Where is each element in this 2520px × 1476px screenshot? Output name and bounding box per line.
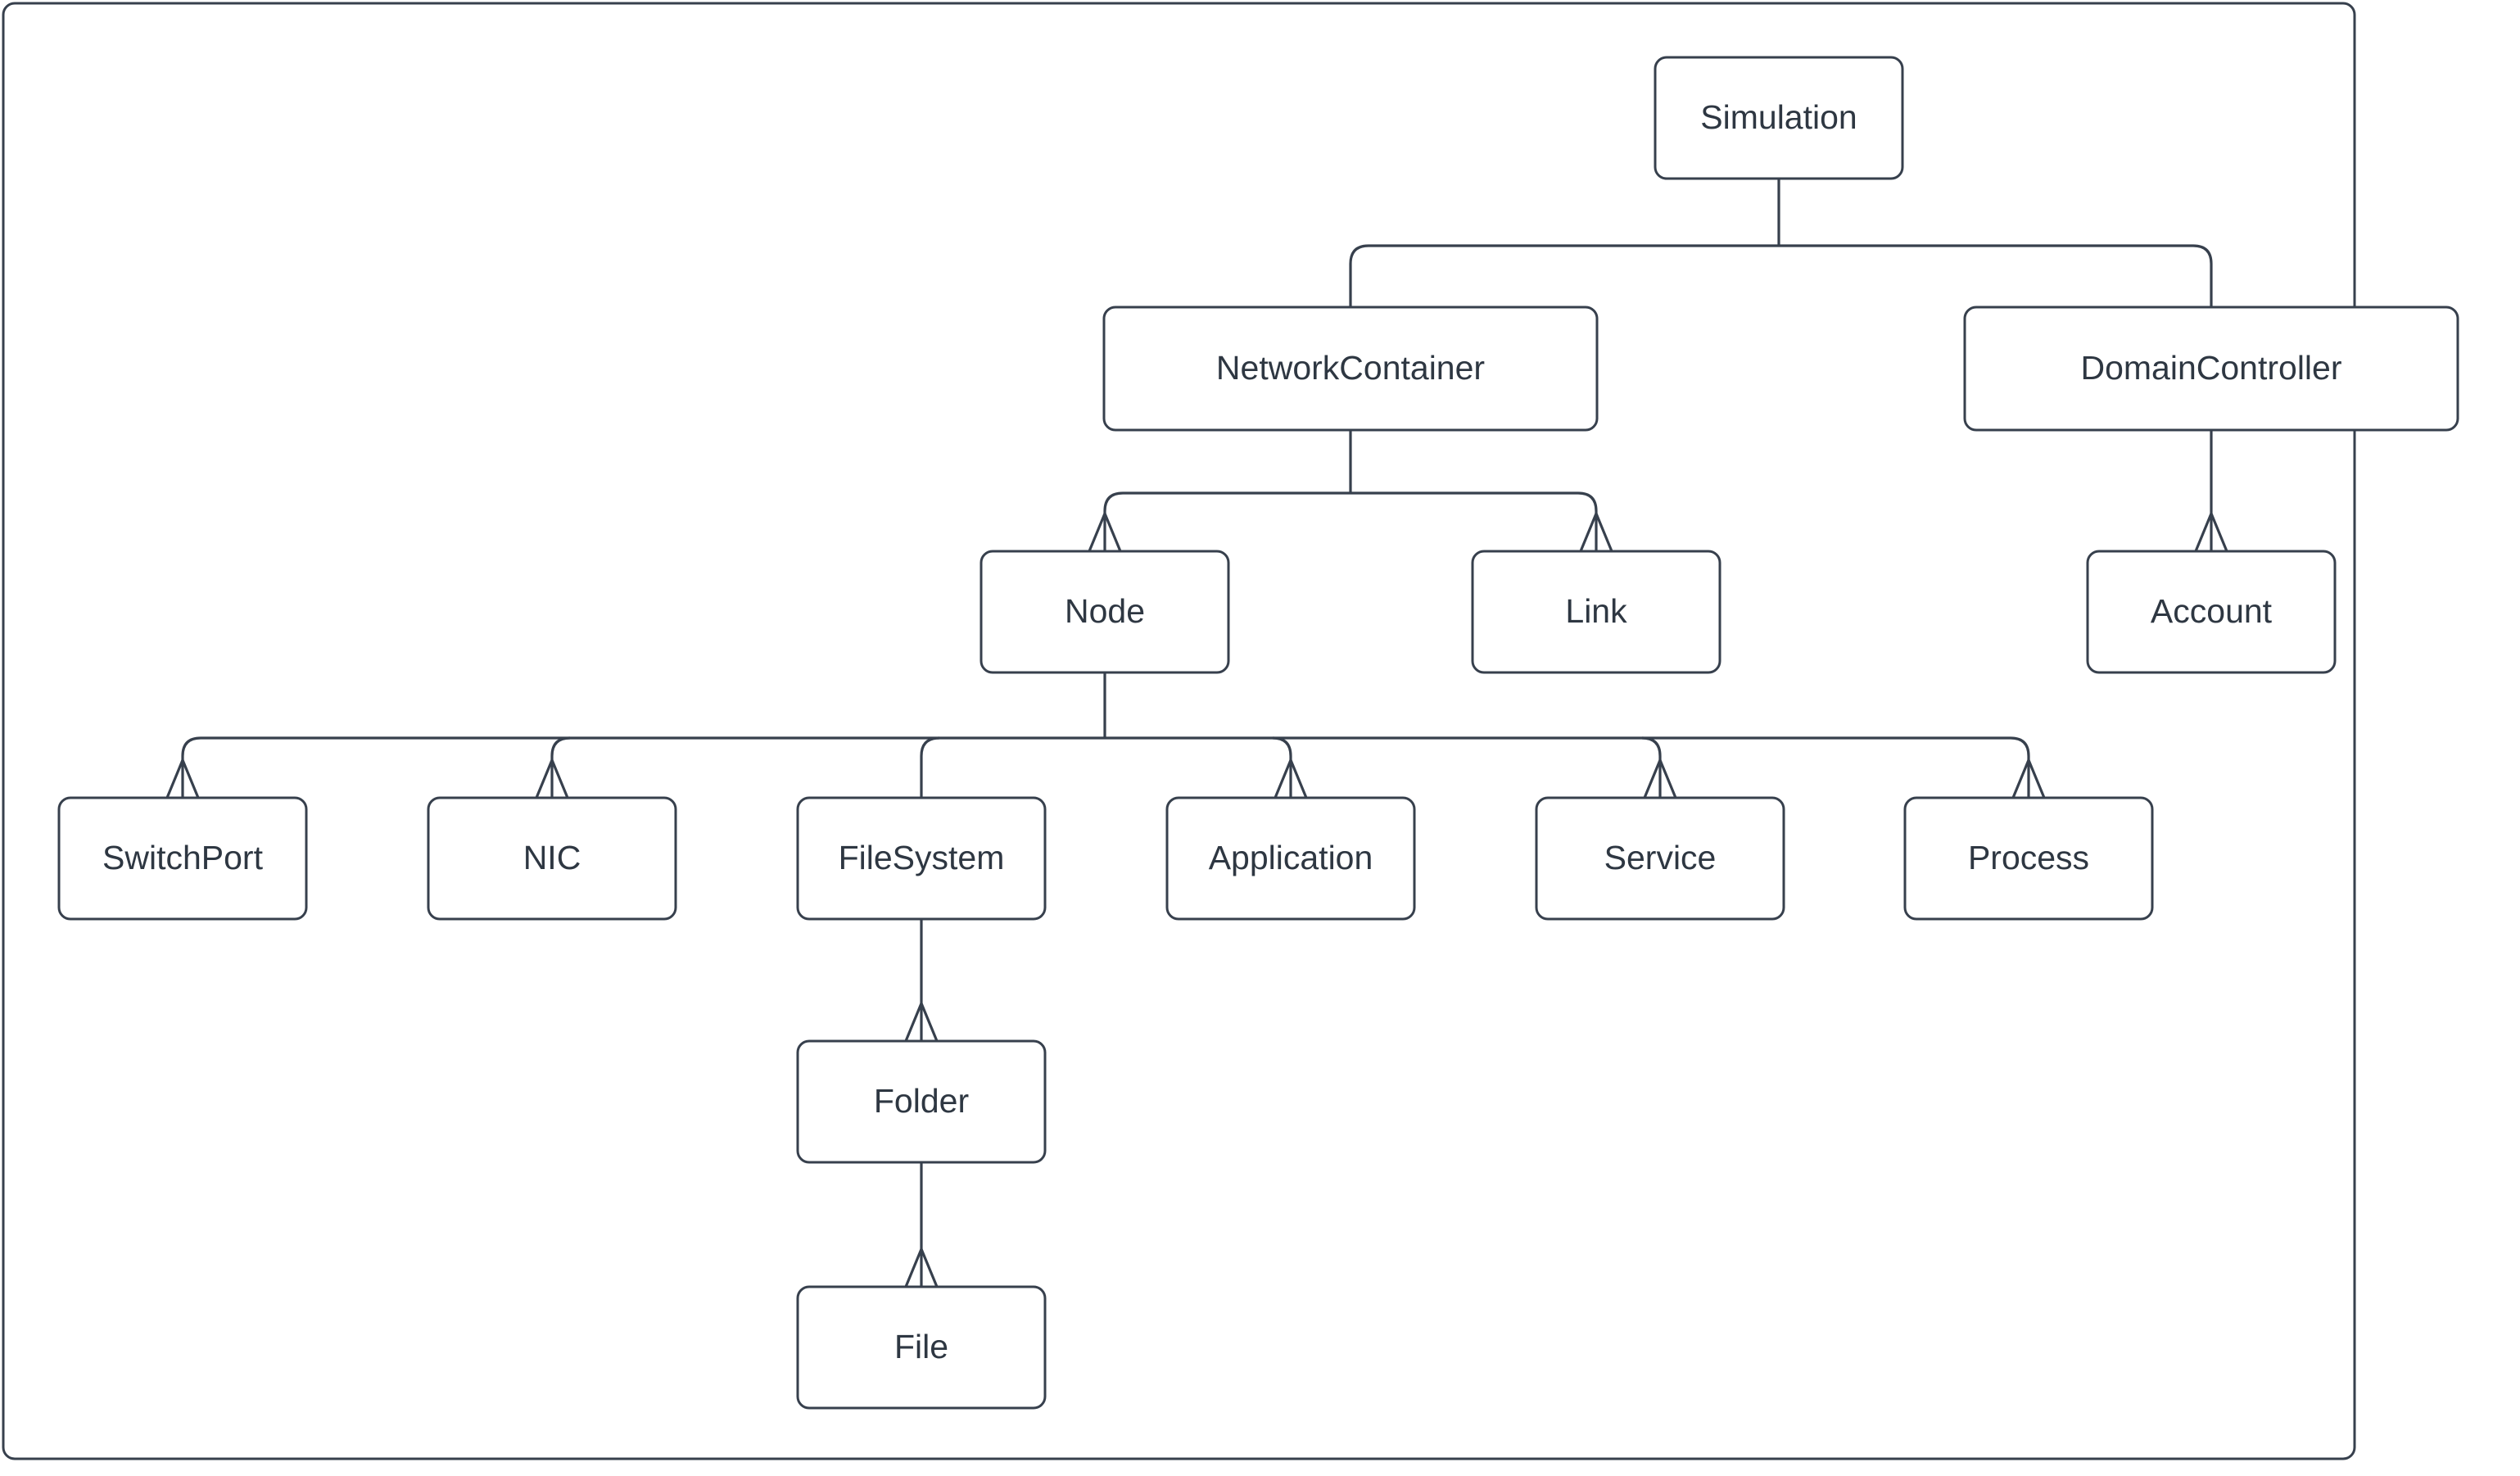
class-node-box-node[interactable] [979,550,1230,674]
class-node-folder[interactable]: Folder [796,1039,1047,1164]
class-node-application[interactable]: Application [1165,796,1416,921]
generalization-arrow-process [2011,756,2046,799]
diagram-frame [2,2,2356,1460]
generalization-arrow-nic [535,756,569,799]
class-node-box-simulation[interactable] [1654,56,1904,180]
class-node-switchport[interactable]: SwitchPort [57,796,308,921]
class-node-box-link[interactable] [1471,550,1721,674]
class-node-process[interactable]: Process [1903,796,2154,921]
generalization-arrow-switchport [165,756,200,799]
edge-node-to-application [1272,736,1292,798]
class-node-service[interactable]: Service [1535,796,1785,921]
generalization-arrow-file [904,1245,939,1288]
edge-node-to-nic [550,736,571,798]
edge-node-to-service [1641,736,1662,798]
class-node-label-nic: NIC [523,839,581,876]
edge-layer [165,179,2228,1288]
generalization-arrow-node [1088,509,1122,552]
class-node-box-service[interactable] [1535,796,1785,921]
class-node-label-node: Node [1065,592,1145,630]
class-node-label-application: Application [1209,839,1373,876]
generalization-arrow-link [1579,509,1613,552]
class-node-label-account: Account [2151,592,2273,630]
class-node-box-domain_controller[interactable] [1963,306,2459,432]
class-node-label-network_container: NetworkContainer [1216,349,1485,387]
class-node-label-service: Service [1604,839,1717,876]
class-node-box-application[interactable] [1165,796,1416,921]
generalization-arrow-folder [904,999,939,1042]
edge-simulation-to-network_container [1349,244,1369,307]
generalization-arrow-application [1274,756,1308,799]
class-node-label-domain_controller: DomainController [2080,349,2341,387]
class-node-account[interactable]: Account [2086,550,2337,674]
class-node-network_container[interactable]: NetworkContainer [1102,306,1599,432]
class-node-box-file[interactable] [796,1285,1047,1410]
class-node-domain_controller[interactable]: DomainController [1963,306,2459,432]
edge-node-to-switchport [181,736,201,798]
class-node-box-switchport[interactable] [57,796,308,921]
class-node-box-nic[interactable] [427,796,677,921]
edge-node-to-process [2010,736,2030,798]
class-node-node[interactable]: Node [979,550,1230,674]
generalization-arrow-service [1643,756,1677,799]
class-node-label-folder: Folder [874,1082,969,1120]
generalization-arrow-account [2194,509,2228,552]
class-node-filesystem[interactable]: FileSystem [796,796,1047,921]
class-node-label-link: Link [1565,592,1627,630]
class-node-label-file: File [894,1328,948,1365]
class-node-box-network_container[interactable] [1102,306,1599,432]
class-node-label-switchport: SwitchPort [102,839,264,876]
class-node-file[interactable]: File [796,1285,1047,1410]
class-node-box-account[interactable] [2086,550,2337,674]
class-node-simulation[interactable]: Simulation [1654,56,1904,180]
class-node-label-simulation: Simulation [1700,98,1857,136]
edge-node-to-filesystem [920,736,940,798]
class-node-nic[interactable]: NIC [427,796,677,921]
diagram-frame-layer [2,2,2356,1460]
class-node-box-filesystem[interactable] [796,796,1047,921]
class-node-box-process[interactable] [1903,796,2154,921]
edge-simulation-to-domain_controller [2192,244,2213,307]
class-node-box-folder[interactable] [796,1039,1047,1164]
class-node-label-filesystem: FileSystem [839,839,1005,876]
class-node-link[interactable]: Link [1471,550,1721,674]
class-node-label-process: Process [1968,839,2089,876]
